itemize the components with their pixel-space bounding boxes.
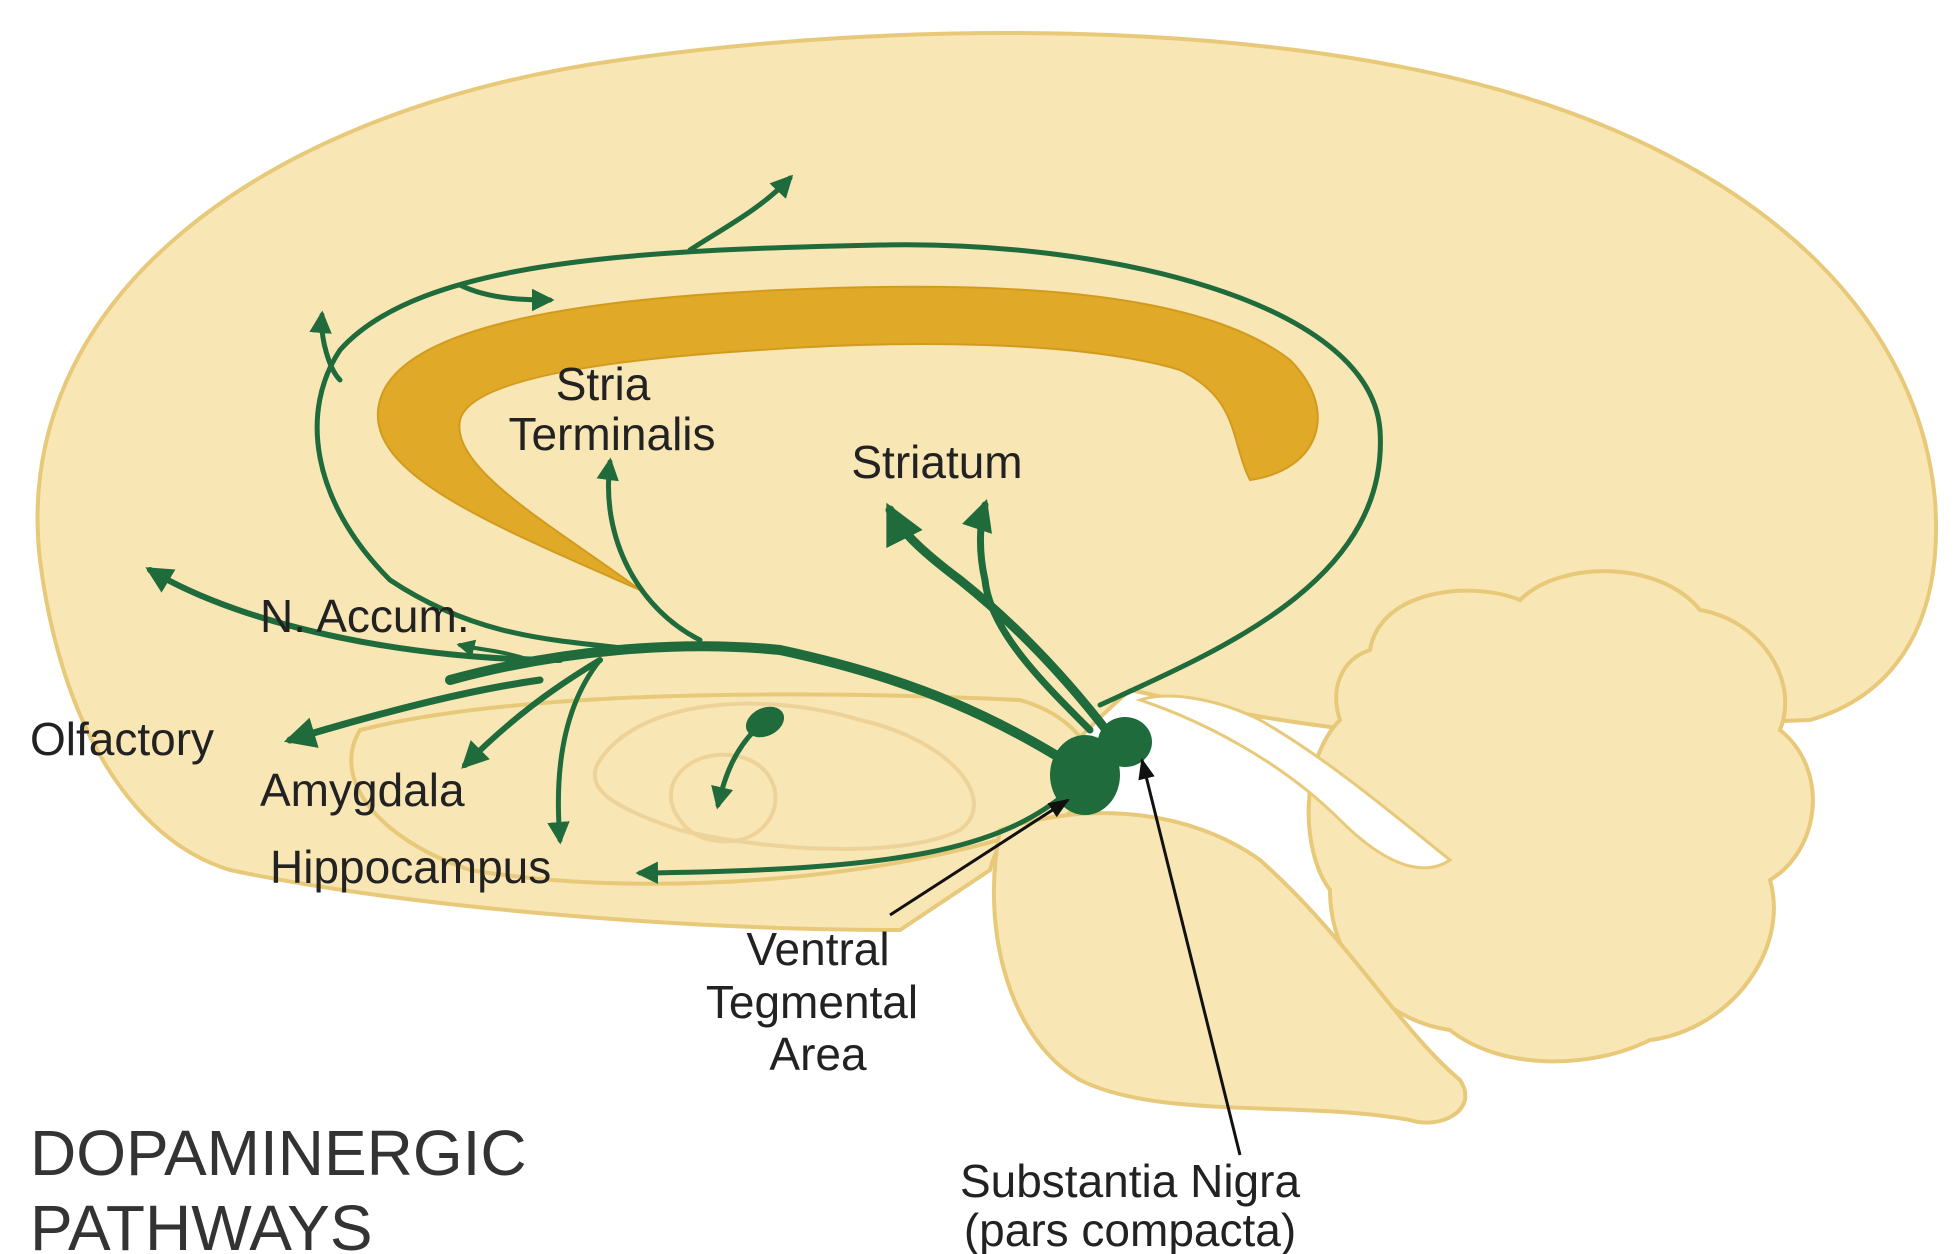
- label-amygdala: Amygdala: [260, 764, 465, 816]
- label-sn-line2: (pars compacta): [964, 1204, 1296, 1254]
- label-stria-terminalis-line1: Stria: [556, 358, 651, 410]
- label-vta-line3: Area: [769, 1028, 867, 1080]
- label-sn-line1: Substantia Nigra: [960, 1155, 1300, 1207]
- label-olfactory: Olfactory: [30, 713, 214, 765]
- label-vta-line2: Tegmental: [706, 976, 918, 1028]
- label-vta-line1: Ventral: [746, 923, 889, 975]
- ventral-tegmental-nucleus: [1050, 735, 1120, 815]
- title-line2: PATHWAYS: [30, 1192, 373, 1254]
- title-line1: DOPAMINERGIC: [30, 1117, 527, 1189]
- label-striatum: Striatum: [851, 436, 1022, 488]
- label-hippocampus: Hippocampus: [270, 841, 551, 893]
- label-stria-terminalis-line2: Terminalis: [508, 408, 715, 460]
- label-n-accum: N. Accum.: [260, 590, 470, 642]
